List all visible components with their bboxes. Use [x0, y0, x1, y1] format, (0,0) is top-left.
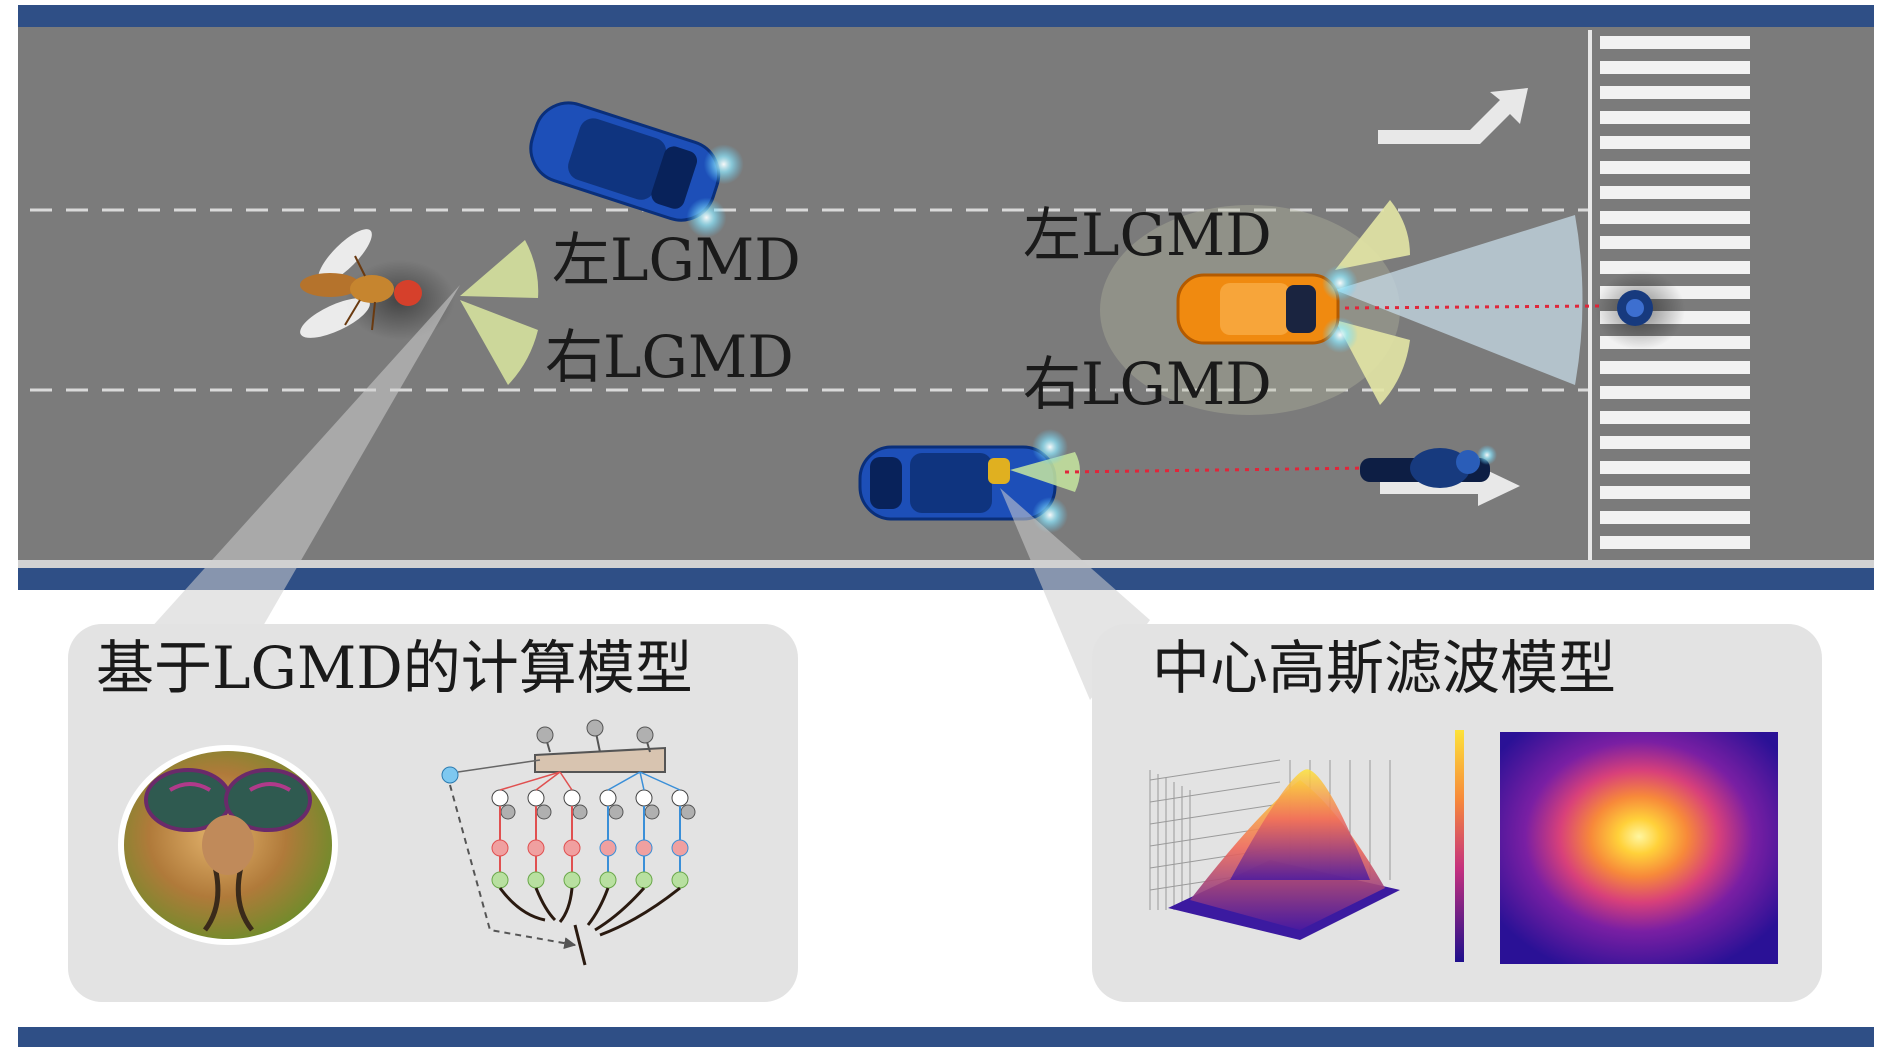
- gaussian-colorbar: [1455, 730, 1464, 962]
- fly-right-lgmd-cone: [460, 300, 538, 385]
- zebra-stripe: [1600, 361, 1750, 374]
- excitation-neuron: [599, 839, 617, 857]
- summation-neuron: [527, 871, 545, 889]
- zebra-stripe: [1600, 36, 1750, 49]
- photoreceptor-neuron: [563, 789, 581, 807]
- zebra-stripe: [1600, 186, 1750, 199]
- lateral-neuron: [500, 804, 516, 820]
- gaussian-2d-heatmap: [1500, 732, 1778, 964]
- photoreceptor-neuron: [599, 789, 617, 807]
- zebra-stripe: [1600, 111, 1750, 124]
- gaussian-model-panel-title: 中心高斯滤波模型: [1152, 634, 1616, 702]
- fly-callout-funnel: [140, 285, 460, 640]
- input-neuron: [536, 726, 554, 744]
- zebra-stripe: [1600, 236, 1750, 249]
- dendritic-tree: [498, 886, 681, 966]
- lgmd-model-panel: 基于LGMD的计算模型: [68, 624, 798, 1002]
- zebra-stripe: [1600, 161, 1750, 174]
- photoreceptor-neuron: [671, 789, 689, 807]
- fly-right-lgmd-label: 右LGMD: [545, 323, 794, 391]
- lgmd-network-diagram: [441, 719, 696, 966]
- zebra-stripe: [1600, 261, 1750, 274]
- excitation-neuron: [635, 839, 653, 857]
- orange-car-icon: [1176, 265, 1358, 353]
- zebra-stripe: [1600, 411, 1750, 424]
- lgmd-neuron-bar: [534, 746, 666, 773]
- zebra-stripe: [1600, 461, 1750, 474]
- input-neuron: [636, 726, 654, 744]
- zebra-stripe: [1600, 386, 1750, 399]
- excitation-neuron: [671, 839, 689, 857]
- zebra-crossing: [1600, 36, 1750, 549]
- bottom-border: [18, 1027, 1874, 1047]
- blue-car-icon: [529, 101, 744, 238]
- zebra-stripe: [1600, 86, 1750, 99]
- car-left-lgmd-cone: [1335, 200, 1410, 270]
- lateral-neuron: [608, 804, 624, 820]
- fly-left-lgmd-cone: [460, 240, 539, 298]
- road-top-border: [18, 5, 1874, 27]
- photoreceptor-neuron: [635, 789, 653, 807]
- lateral-neuron: [572, 804, 588, 820]
- road-bottom-border: [18, 568, 1874, 590]
- excitation-neuron: [491, 839, 509, 857]
- turn-arrow-icon: [1378, 88, 1528, 144]
- summation-neuron: [671, 871, 689, 889]
- input-neuron: [586, 719, 604, 737]
- motorcyclist-icon: [1360, 445, 1497, 488]
- zebra-stripe: [1600, 211, 1750, 224]
- lgmd-model-panel-title: 基于LGMD的计算模型: [96, 634, 693, 702]
- excitation-neuron: [527, 839, 545, 857]
- fly-icon: [300, 229, 455, 340]
- photoreceptor-neuron: [527, 789, 545, 807]
- gaussian-3d-surface-plot: [1149, 759, 1400, 940]
- car-right-lgmd-label: 右LGMD: [1023, 350, 1272, 418]
- detection-line-lower: [1064, 466, 1371, 474]
- zebra-stripe: [1600, 536, 1750, 549]
- zebra-stripe: [1600, 136, 1750, 149]
- lateral-neuron: [680, 804, 696, 820]
- detection-line-upper: [1344, 304, 1601, 310]
- zebra-stripe: [1600, 436, 1750, 449]
- zebra-stripe: [1600, 486, 1750, 499]
- excitation-neuron: [563, 839, 581, 857]
- feedforward-neuron: [441, 766, 459, 784]
- fly-eye-photo: [118, 745, 338, 945]
- fly-left-lgmd-label: 左LGMD: [552, 226, 801, 294]
- lateral-neuron: [644, 804, 660, 820]
- pedestrian-icon: [1595, 270, 1685, 350]
- car-forward-cone: [1335, 215, 1583, 385]
- orange-car-area: [1100, 200, 1601, 415]
- lateral-neuron: [536, 804, 552, 820]
- photoreceptor-neuron: [491, 789, 509, 807]
- summation-neuron: [635, 871, 653, 889]
- summation-neuron: [599, 871, 617, 889]
- zebra-stripe: [1600, 511, 1750, 524]
- summation-neuron: [563, 871, 581, 889]
- zebra-stripe: [1600, 61, 1750, 74]
- summation-neuron: [491, 871, 509, 889]
- gaussian-model-panel: 中心高斯滤波模型: [1092, 624, 1822, 1002]
- car-left-lgmd-label: 左LGMD: [1023, 201, 1272, 269]
